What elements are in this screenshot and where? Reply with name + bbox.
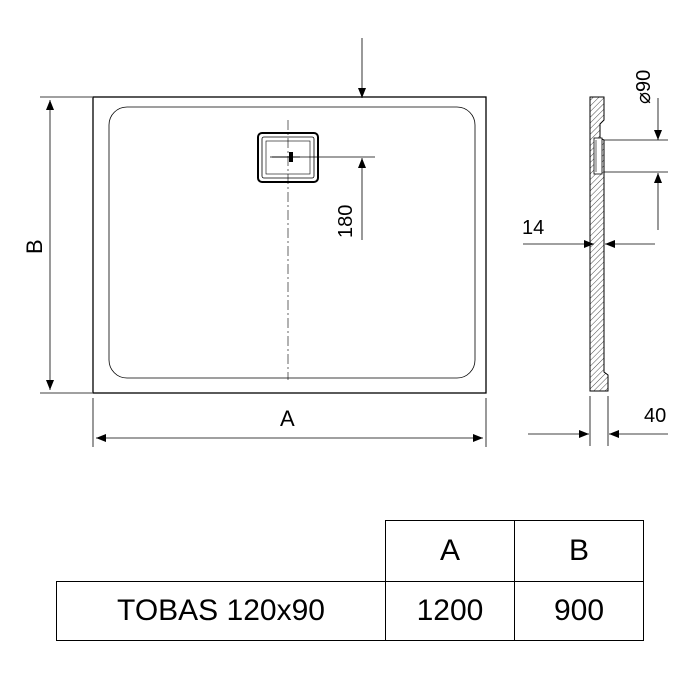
dim-180-label: 180 xyxy=(335,205,357,238)
table-header-row: A B xyxy=(56,520,644,582)
value-a-cell: 1200 xyxy=(385,581,515,641)
value-b-cell: 900 xyxy=(514,581,644,641)
tray-top-view: 180 xyxy=(92,38,487,394)
dimension-b: B xyxy=(22,96,92,394)
tray-outer-edge xyxy=(92,96,487,394)
model-name-cell: TOBAS 120x90 xyxy=(56,581,386,641)
header-b: B xyxy=(514,520,644,582)
dimension-a: A xyxy=(92,398,487,447)
dim-40-label: 40 xyxy=(644,405,666,427)
blank-cell xyxy=(56,520,386,582)
header-a: A xyxy=(385,520,515,582)
dim-14-label: 14 xyxy=(522,217,544,239)
dim-90-label: ⌀90 xyxy=(633,70,655,104)
technical-drawing: 180 B A ⌀90 14 40 xyxy=(22,38,668,447)
dim-a-label: A xyxy=(280,406,295,431)
spec-table: A B TOBAS 120x90 1200 900 xyxy=(56,520,644,641)
table-row: TOBAS 120x90 1200 900 xyxy=(56,581,644,641)
tray-inner-basin xyxy=(108,106,476,379)
dim-b-label: B xyxy=(22,239,47,254)
section-drain xyxy=(593,137,603,175)
tray-section-view: ⌀90 14 40 xyxy=(522,70,668,446)
